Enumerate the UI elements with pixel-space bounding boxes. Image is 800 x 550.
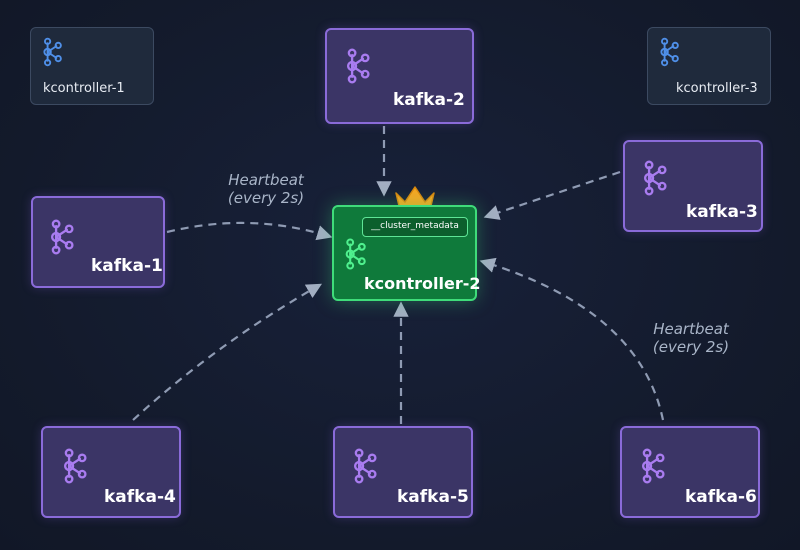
heartbeat-text: Heartbeat [228, 171, 304, 189]
controller-node-1[interactable]: kcontroller-1 [30, 27, 154, 105]
kafka-logo-icon [351, 447, 378, 485]
broker-node-kafka-3[interactable]: kafka-3 [623, 140, 763, 232]
broker-node-kafka-6[interactable]: kafka-6 [620, 426, 760, 518]
kafka-logo-icon [641, 159, 668, 197]
kafka-logo-icon [48, 218, 75, 256]
link-kafka-4 [132, 283, 323, 421]
kafka-logo-icon [344, 47, 371, 85]
controller-label: kcontroller-1 [43, 81, 125, 96]
heartbeat-interval: (every 2s) [227, 189, 305, 207]
link-kafka-1 [166, 221, 333, 241]
controller-label: kcontroller-2 [364, 274, 481, 293]
broker-label: kafka-4 [104, 487, 176, 507]
broker-node-kafka-2[interactable]: kafka-2 [325, 28, 474, 124]
link-kafka-6 [479, 257, 665, 421]
kafka-logo-icon [658, 37, 680, 67]
broker-label: kafka-1 [91, 256, 163, 276]
kafka-logo-icon [41, 37, 63, 67]
kafka-logo-icon [639, 447, 666, 485]
kafka-logo-icon [61, 447, 88, 485]
heartbeat-interval: (every 2s) [652, 338, 730, 356]
controller-node-3[interactable]: kcontroller-3 [647, 27, 771, 105]
kafka-logo-icon [343, 237, 367, 271]
heartbeat-label-left: Heartbeat (every 2s) [211, 171, 321, 207]
controller-label: kcontroller-3 [676, 81, 758, 96]
broker-label: kafka-5 [397, 487, 469, 507]
broker-label: kafka-2 [393, 90, 465, 110]
broker-label: kafka-3 [686, 202, 758, 222]
heartbeat-text: Heartbeat [653, 320, 729, 338]
broker-label: kafka-6 [685, 487, 757, 507]
broker-node-kafka-5[interactable]: kafka-5 [333, 426, 473, 518]
broker-node-kafka-1[interactable]: kafka-1 [31, 196, 165, 288]
link-kafka-3 [483, 170, 621, 220]
controller-node-2-leader[interactable]: __cluster_metadata kcontroller-2 [332, 205, 481, 301]
metadata-topic-badge: __cluster_metadata [362, 217, 468, 237]
broker-node-kafka-4[interactable]: kafka-4 [41, 426, 181, 518]
heartbeat-label-right: Heartbeat (every 2s) [636, 320, 746, 356]
